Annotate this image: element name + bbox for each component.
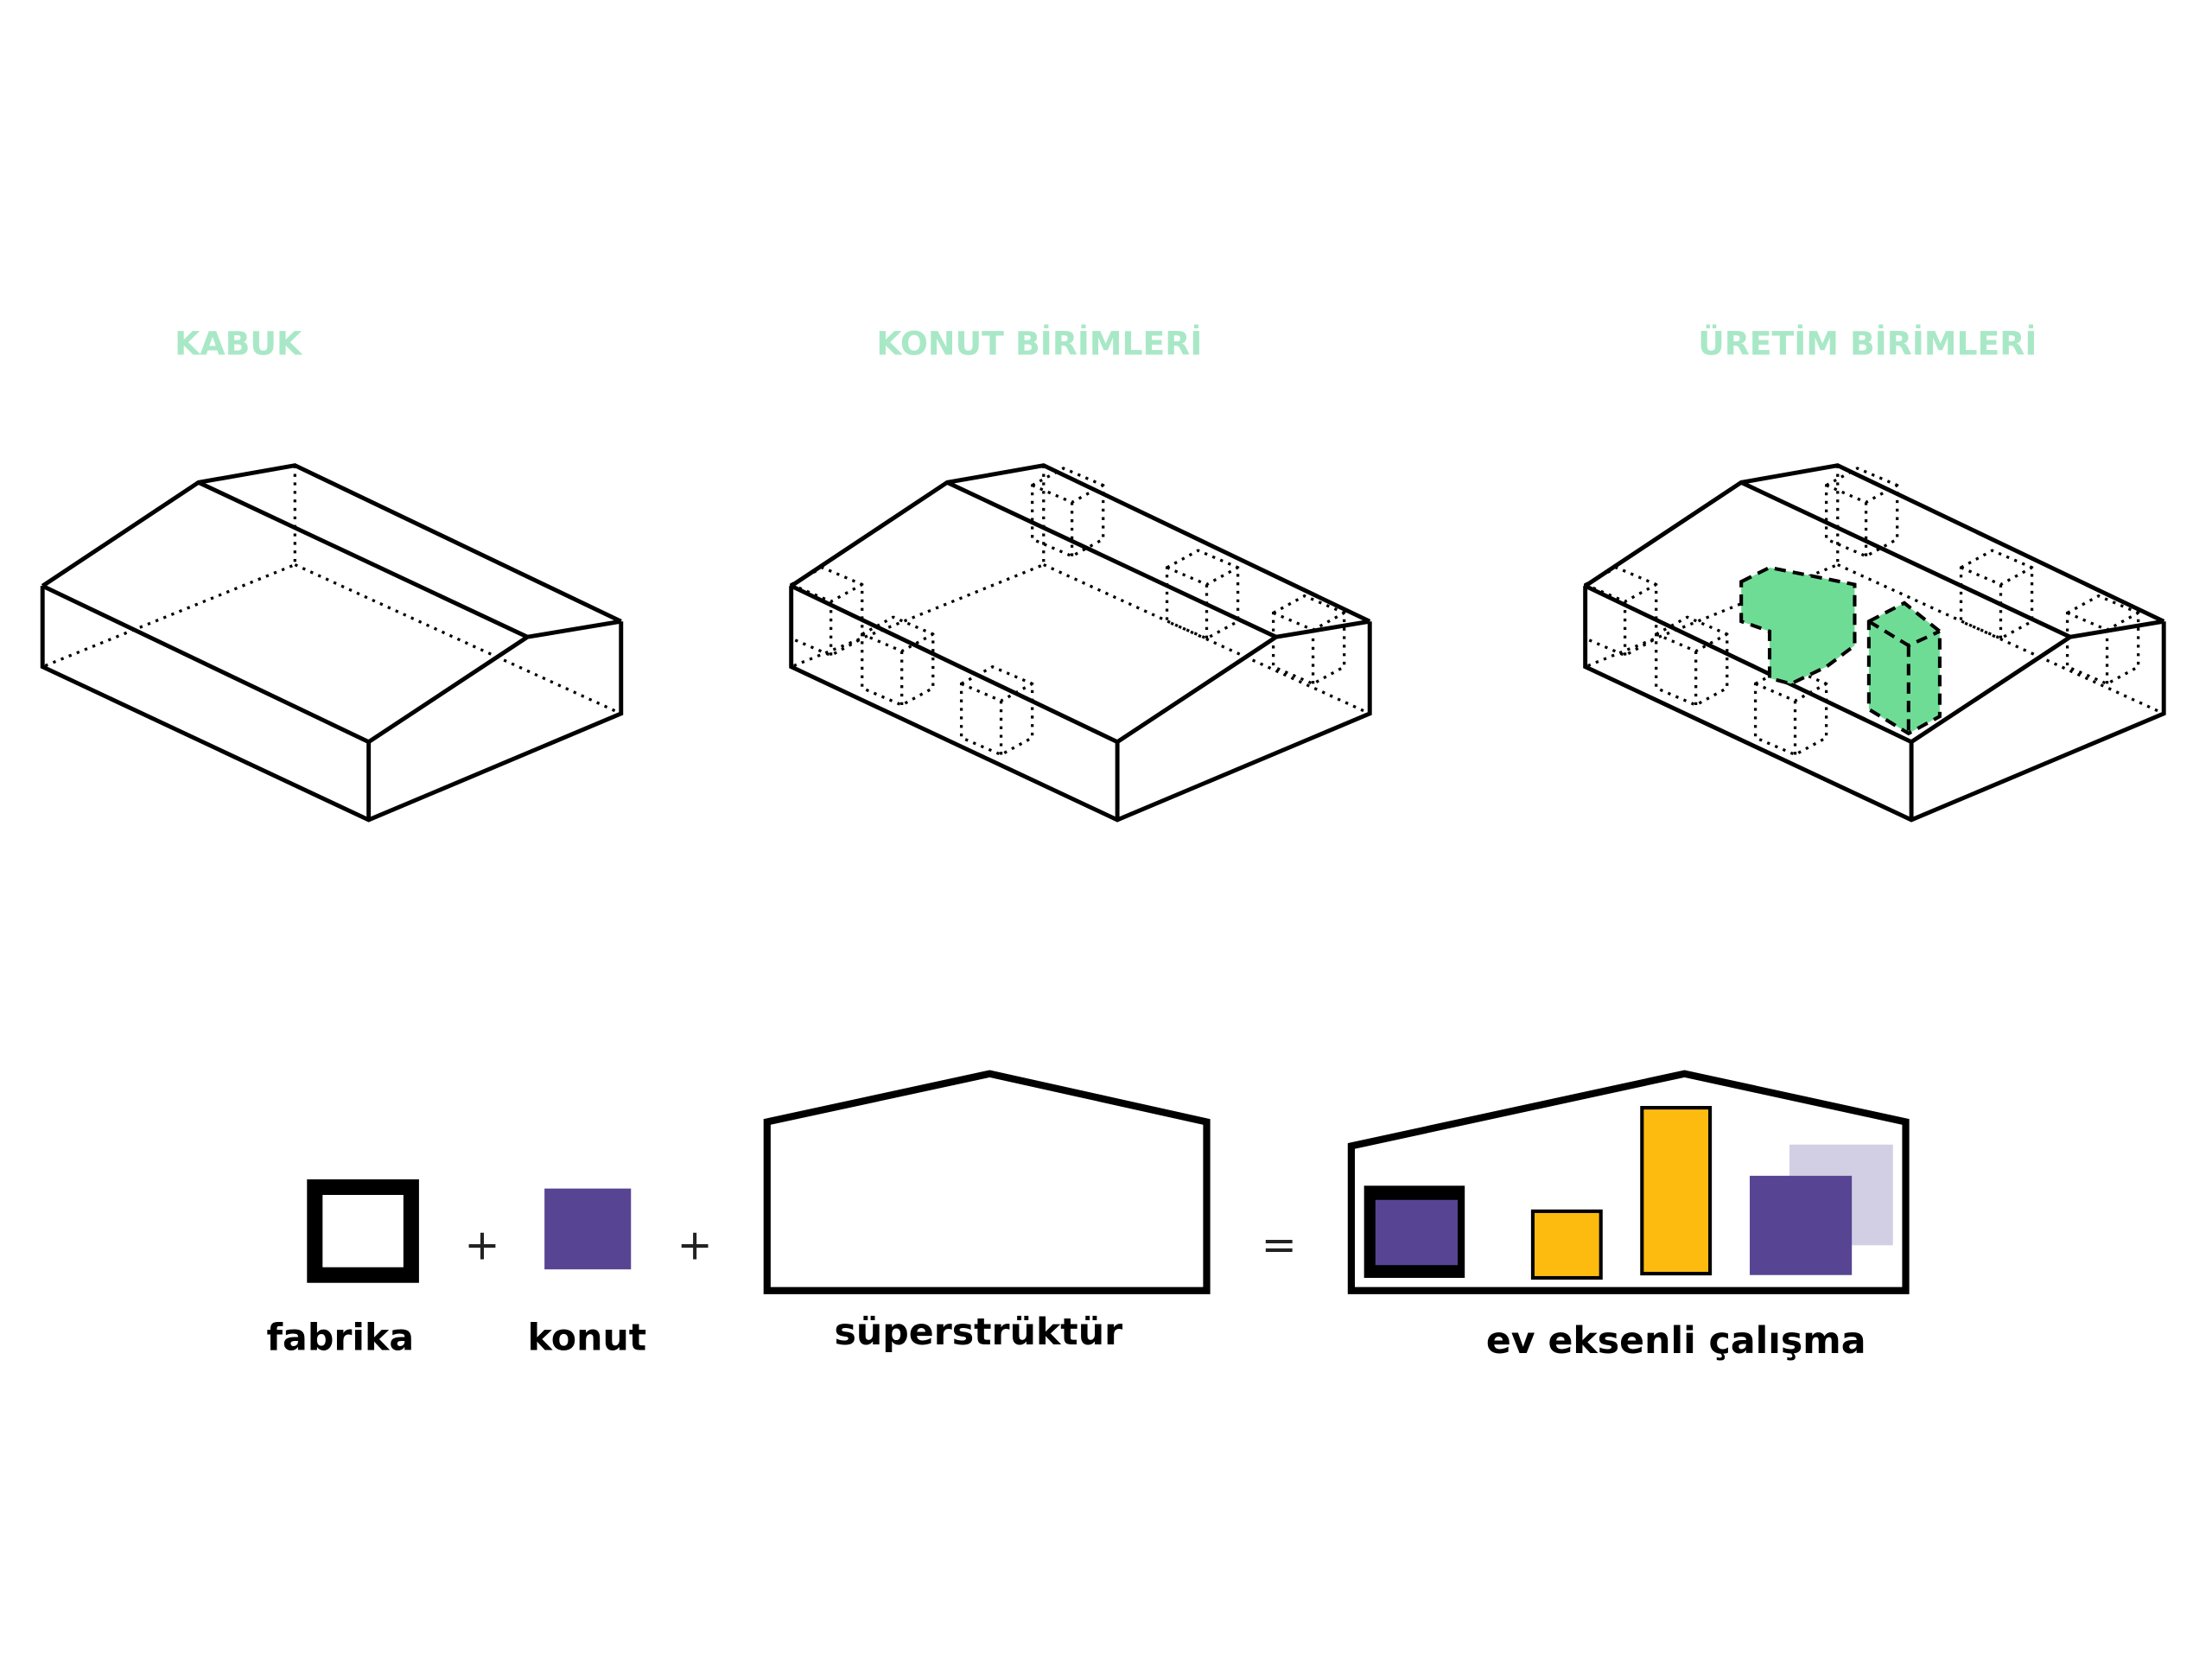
- home-based-work-symbol: [1347, 1070, 1910, 1294]
- plus-sign-1: +: [464, 1220, 499, 1270]
- label-home-based-work: ev eksenli çalışma: [1486, 1319, 1866, 1363]
- equals-sign: =: [1262, 1220, 1297, 1270]
- housing-symbol: [544, 1188, 632, 1270]
- shell-isometric: [42, 466, 621, 820]
- label-superstructure: süperstrüktür: [835, 1311, 1123, 1354]
- heading-shell: KABUK: [175, 325, 303, 363]
- production-unit-blocks: [1739, 565, 1942, 736]
- plus-sign-2: +: [677, 1220, 712, 1270]
- superstructure-symbol: [763, 1070, 1211, 1294]
- factory-symbol: [307, 1179, 419, 1283]
- heading-housing-units: KONUT BİRİMLERİ: [876, 325, 1202, 363]
- label-housing: konut: [528, 1317, 647, 1360]
- label-factory: fabrika: [267, 1317, 415, 1360]
- production-units-isometric: [1586, 466, 2164, 820]
- housing-units-isometric: [791, 466, 1370, 820]
- heading-production-units: ÜRETİM BİRİMLERİ: [1698, 325, 2037, 363]
